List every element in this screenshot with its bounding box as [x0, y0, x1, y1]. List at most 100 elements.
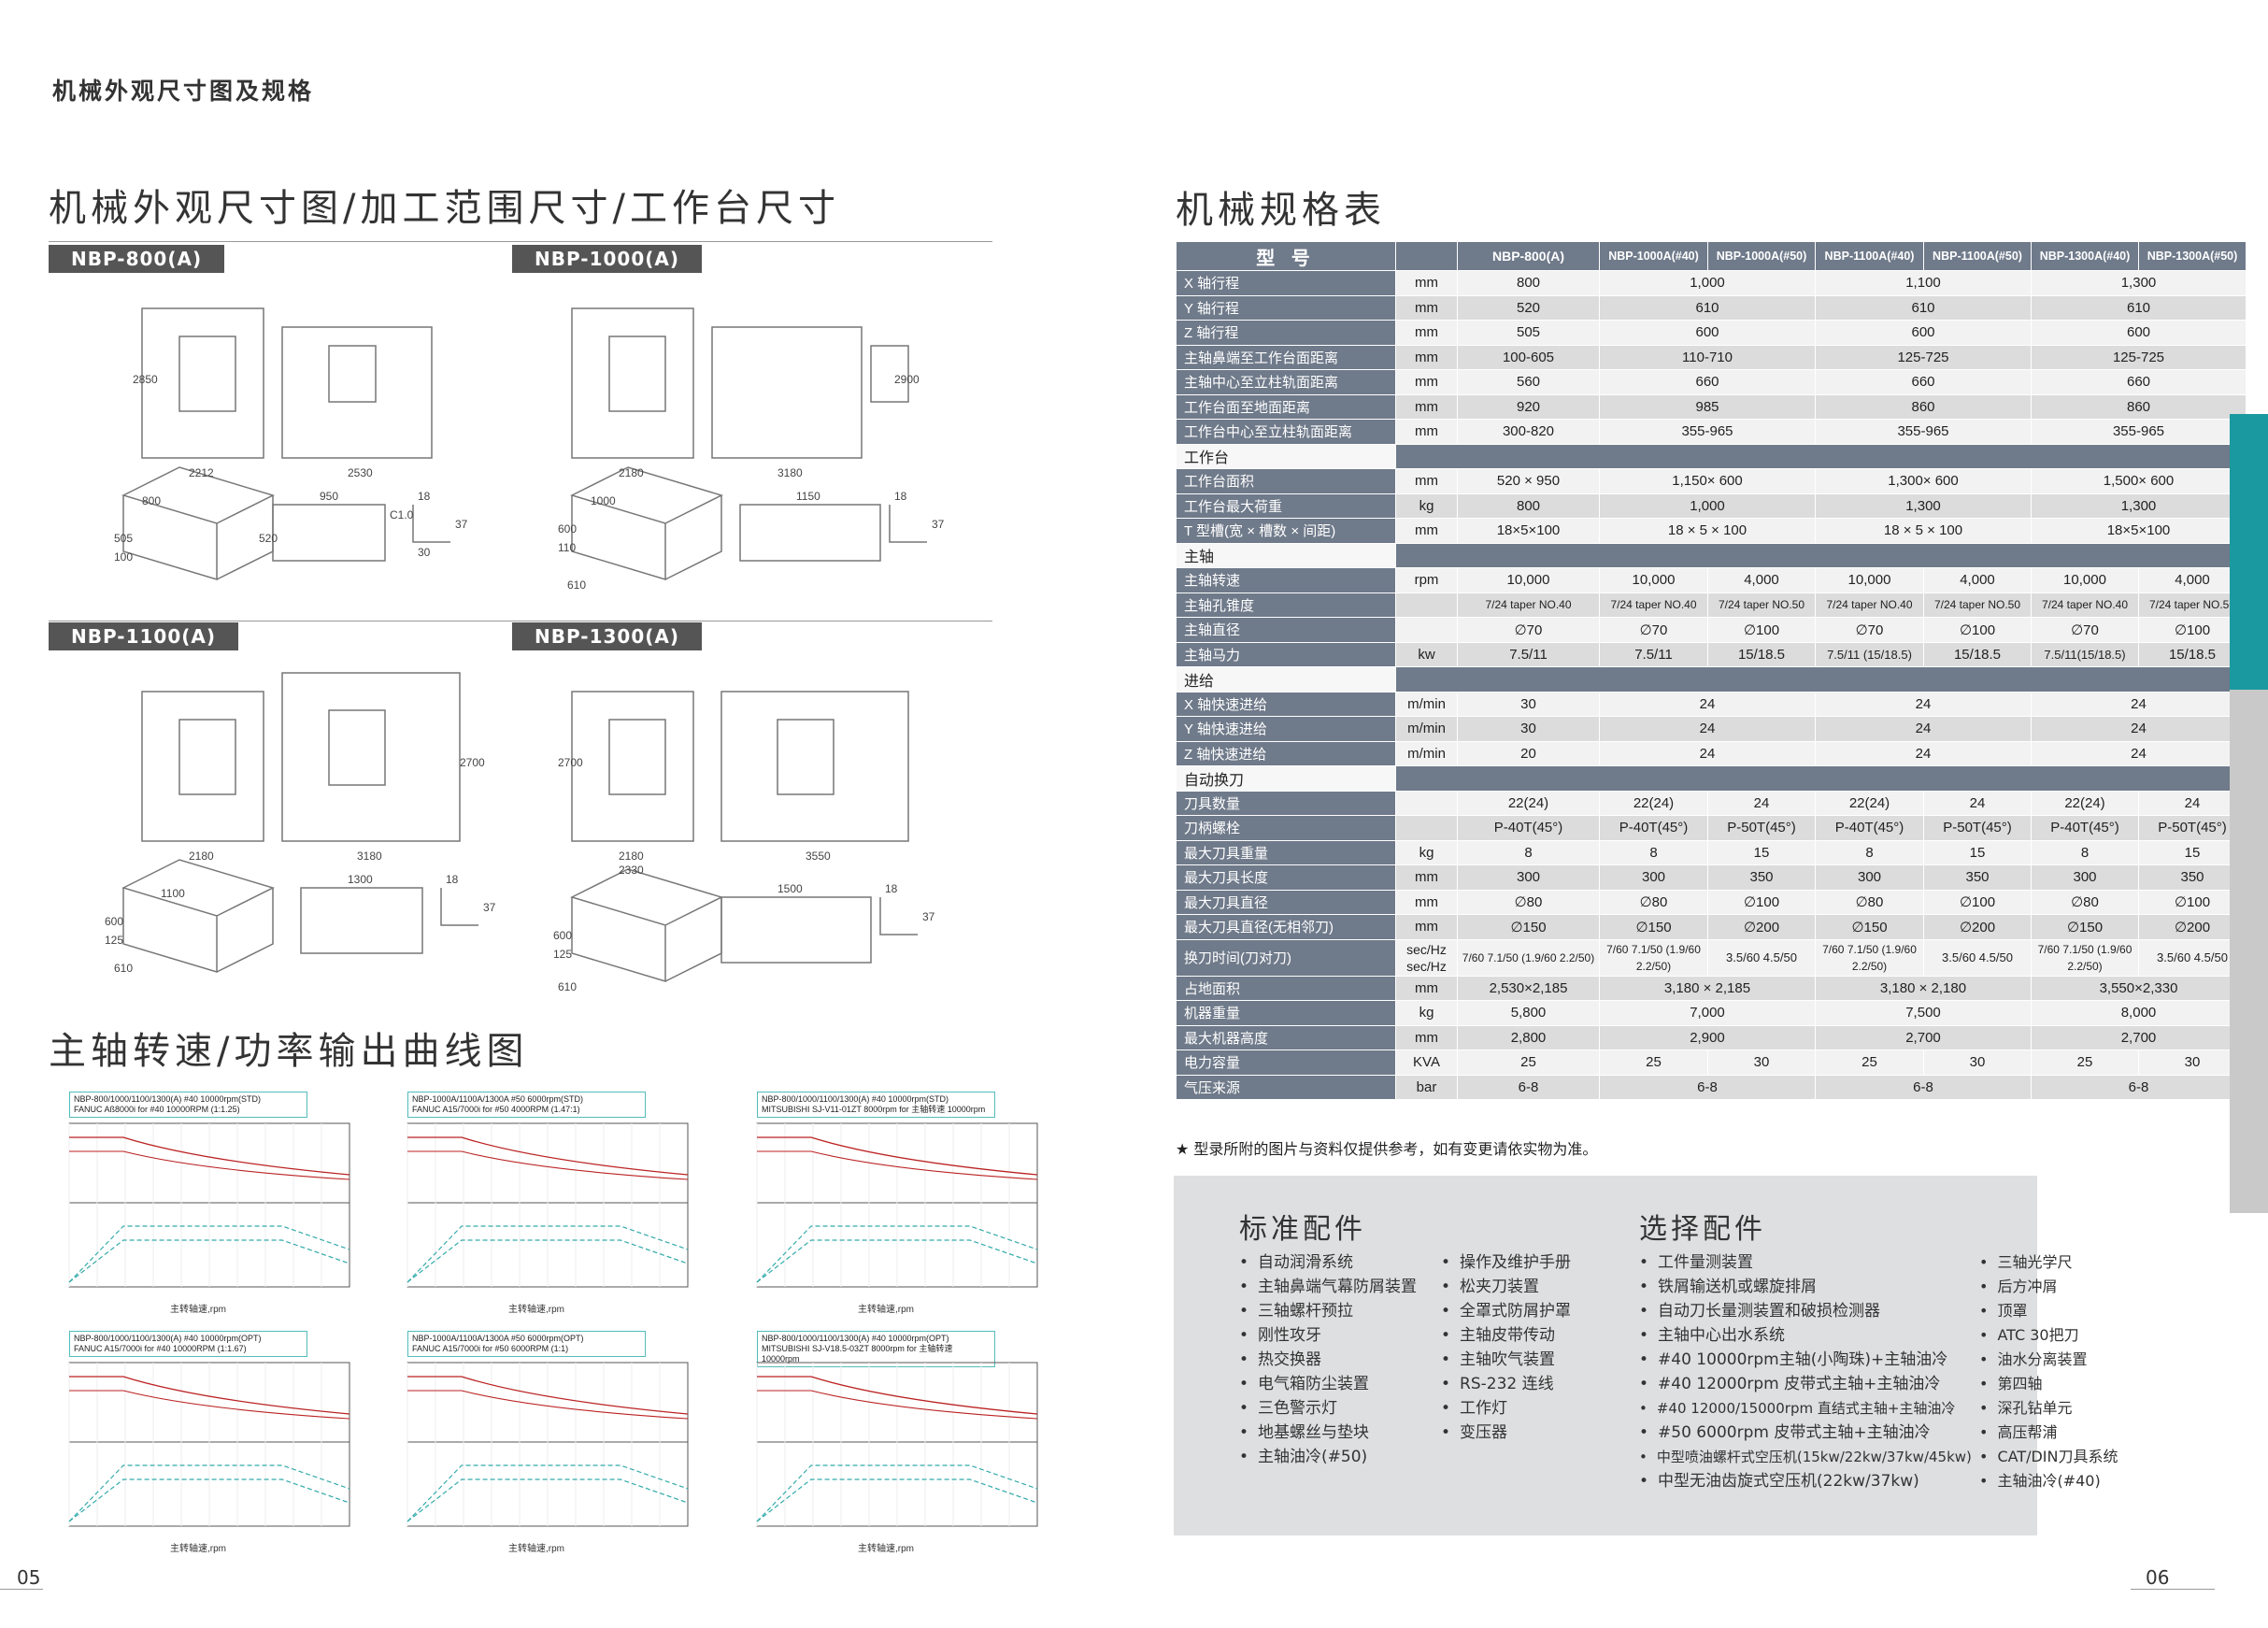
svg-text:100: 100	[114, 550, 133, 564]
table-cell: 24	[1815, 716, 2032, 742]
table-unit-cell: kg	[1395, 839, 1458, 865]
table-unit-cell	[1395, 592, 1458, 618]
table-cell: 100-605	[1457, 344, 1600, 370]
power-curve-chart: NBP-1000A/1100A/1300A #50 6000rpm(OPT)FA…	[387, 1325, 705, 1559]
torque-curve	[757, 1136, 1038, 1176]
table-unit-cell: mm	[1395, 864, 1458, 891]
table-cell: 24	[2031, 740, 2247, 766]
table-cell: 7,500	[1815, 1000, 2032, 1026]
svg-text:800: 800	[142, 494, 161, 507]
standard-accessories-title: 标准配件	[1239, 1213, 1366, 1246]
svg-text:600: 600	[105, 915, 123, 928]
svg-text:37: 37	[932, 518, 945, 531]
chart-x-label: 主转轴速,rpm	[170, 1542, 226, 1554]
chart-caption-line: NBP-800/1000/1100/1300(A) #40 10000rpm(O…	[74, 1334, 262, 1343]
table-unit-cell: mm	[1395, 270, 1458, 296]
table-cell: 3.5/60 4.5/50	[2138, 938, 2247, 977]
list-item: 主轴油冷(#40)	[1979, 1469, 2118, 1493]
optional-accessories-title: 选择配件	[1639, 1213, 1766, 1246]
chart-caption-line: FANUC Aß8000i for #40 10000RPM (1:1.25)	[74, 1105, 240, 1114]
table-cell: 24	[1599, 716, 1816, 742]
table-cell: 350	[1923, 864, 2032, 891]
list-item: 三色警示灯	[1239, 1396, 1417, 1421]
table-row-label: Y 轴快速进给	[1176, 716, 1396, 742]
divider	[2131, 1589, 2215, 1590]
table-cell: P-50T(45°)	[1923, 815, 2032, 841]
chart-caption: NBP-800/1000/1100/1300(A) #40 10000rpm(S…	[757, 1092, 995, 1118]
table-cell: 7.5/11	[1599, 641, 1708, 667]
list-item: 热交换器	[1239, 1348, 1417, 1372]
power-curve	[756, 1464, 1038, 1522]
table-header-column: NBP-1100A(#50)	[1923, 241, 2032, 271]
power-curve-chart: NBP-800/1000/1100/1300(A) #40 10000rpm(S…	[49, 1086, 366, 1320]
table-cell: 660	[2031, 369, 2247, 395]
chart-caption-line: FANUC A15/7000i for #40 10000RPM (1:1.67…	[74, 1344, 247, 1353]
table-unit-cell: m/min	[1395, 691, 1458, 717]
divider	[0, 1589, 43, 1590]
list-item: 地基螺丝与垫块	[1239, 1421, 1417, 1445]
table-cell: 2,800	[1457, 1024, 1600, 1050]
table-section-fill	[1395, 765, 2247, 792]
chart-x-label: 主转轴速,rpm	[858, 1303, 914, 1315]
table-cell: 800	[1457, 270, 1600, 296]
chart-caption-line: MITSUBISHI SJ-V11-01ZT 8000rpm for 主轴转速 …	[762, 1105, 986, 1114]
table-cell: 30	[1457, 716, 1600, 742]
table-section-fill	[1395, 666, 2247, 693]
chart-x-label: 主转轴速,rpm	[508, 1303, 564, 1315]
table-cell: 7/60 7.1/50 (1.9/60 2.2/50)	[1457, 938, 1600, 977]
table-unit-cell: mm	[1395, 468, 1458, 494]
table-cell: ∅80	[1815, 889, 1924, 915]
table-unit-cell	[1395, 790, 1458, 816]
side-accent-bar	[2230, 414, 2268, 690]
svg-text:18: 18	[894, 490, 907, 503]
table-cell: 15	[1923, 839, 2032, 865]
table-section-fill	[1395, 443, 2247, 469]
table-cell: 30	[1923, 1050, 2032, 1076]
table-cell: 4,000	[1923, 567, 2032, 593]
list-item: 主轴中心出水系统	[1639, 1323, 1972, 1348]
svg-text:610: 610	[558, 980, 577, 993]
table-cell: 24	[2138, 790, 2247, 816]
svg-text:1150: 1150	[796, 490, 820, 503]
svg-text:30: 30	[418, 546, 431, 559]
page-number-left: 05	[17, 1566, 41, 1589]
chart-caption-line: NBP-800/1000/1100/1300(A) #40 10000rpm(O…	[762, 1334, 949, 1343]
table-row: 进给	[1176, 666, 2247, 693]
list-item: 自动刀长量测装置和破损检测器	[1639, 1299, 1972, 1323]
torque-curve	[69, 1150, 350, 1180]
table-cell: 560	[1457, 369, 1600, 395]
table-cell: 24	[1923, 790, 2032, 816]
table-cell: ∅200	[1707, 914, 1816, 940]
table-cell: 24	[1599, 740, 1816, 766]
table-cell: 355-965	[1599, 419, 1816, 445]
table-row: 工作台	[1176, 443, 2247, 469]
table-row: 自动换刀	[1176, 765, 2247, 792]
table-section-label: 工作台	[1176, 443, 1396, 469]
svg-text:18: 18	[885, 882, 898, 895]
table-cell: 3,180 × 2,180	[1815, 975, 2032, 1001]
table-unit-cell: kg	[1395, 1000, 1458, 1026]
power-curve-chart: NBP-800/1000/1100/1300(A) #40 10000rpm(O…	[49, 1325, 366, 1559]
power-curve-chart: NBP-800/1000/1100/1300(A) #40 10000rpm(O…	[736, 1325, 1054, 1559]
table-cell: 350	[2138, 864, 2247, 891]
torque-curve	[407, 1136, 689, 1176]
list-item: #50 6000rpm 皮带式主轴+主轴油冷	[1639, 1421, 1972, 1445]
table-cell: 6-8	[1457, 1074, 1600, 1100]
svg-text:2700: 2700	[558, 756, 583, 769]
table-header-column: NBP-1000A(#50)	[1707, 241, 1816, 271]
table-row: 主轴	[1176, 542, 2247, 568]
power-curve	[407, 1464, 689, 1522]
table-row-label: X 轴快速进给	[1176, 691, 1396, 717]
list-item: 刚性攻牙	[1239, 1323, 1417, 1348]
table-unit-cell: mm	[1395, 344, 1458, 370]
table-cell: 7.5/11(15/18.5)	[2031, 641, 2139, 667]
table-row-label: 换刀时间(刀对刀)	[1176, 938, 1396, 977]
